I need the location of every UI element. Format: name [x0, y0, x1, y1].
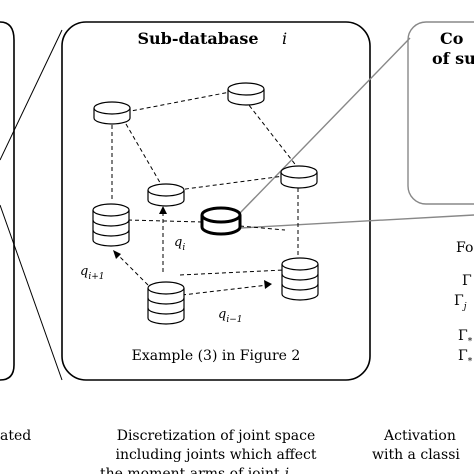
bottom-caption-left: ated [0, 428, 31, 444]
bottom-caption-center-line1: Discretization of joint space [117, 428, 316, 444]
arrowheads [113, 206, 272, 289]
bottom-caption-right-line1: Activation [383, 428, 456, 444]
right-side-text-0: Fo [456, 240, 473, 256]
right-panel-title-line2: of su [432, 49, 474, 68]
disk-node [147, 183, 185, 207]
zoom-line-bottom [0, 204, 63, 381]
panel-caption: Example (3) in Figure 2 [132, 348, 301, 364]
highlighted-disk-node [200, 206, 242, 236]
right-panel [407, 21, 474, 205]
disk-node [93, 101, 131, 125]
stacked-disk-node [281, 257, 319, 301]
label-q-i-minus-1: qi−1 [218, 307, 242, 325]
left-panel-edge [0, 21, 15, 381]
stacked-disk-node [147, 281, 185, 325]
sub-database-panel [61, 21, 371, 381]
panel-title: Sub-database [137, 29, 258, 48]
zoom-line-top [0, 29, 63, 161]
zoom-line-right-bottom [239, 214, 474, 229]
disk-node [280, 165, 318, 189]
right-side-text-3: Γ* [458, 328, 473, 347]
zoom-line-right-top [239, 37, 411, 214]
bottom-caption-right-line2: with a classi [372, 447, 460, 463]
right-side-text-1: Γ [462, 273, 472, 289]
bottom-caption-center-line2: including joints which affect [115, 447, 316, 463]
arrows [117, 212, 269, 296]
right-panel-title-line1: Co [440, 29, 464, 48]
label-q-i: qi [174, 235, 185, 253]
stacked-disk-node [92, 203, 130, 247]
right-side-text-2: Γj [454, 293, 467, 312]
disk-node [227, 82, 265, 106]
panel-title-var: i [282, 29, 287, 48]
right-side-text-4: Γ* [458, 348, 473, 367]
label-q-i-plus-1: qi+1 [80, 264, 104, 282]
